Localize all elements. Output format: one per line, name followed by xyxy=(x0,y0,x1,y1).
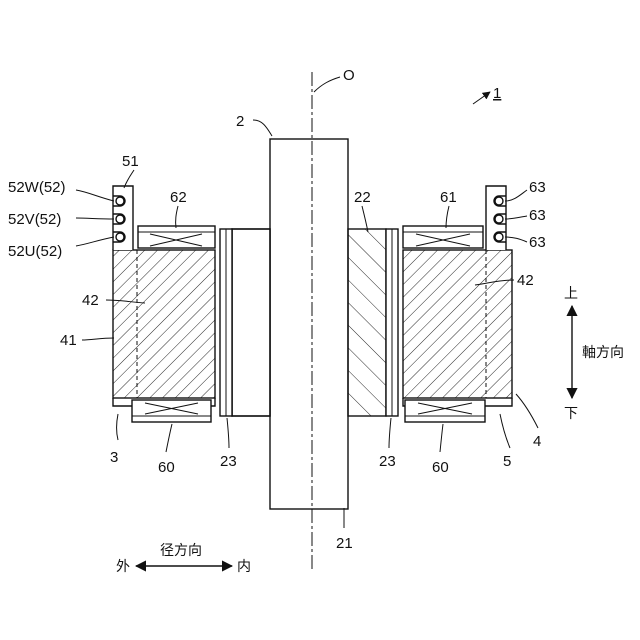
right-stator-core xyxy=(403,250,512,398)
leader-61 xyxy=(446,206,449,228)
right-lower-bearing xyxy=(405,400,485,422)
leader-63b xyxy=(505,216,527,219)
label-ref-42-left: 42 xyxy=(82,292,99,309)
label-ref-41: 41 xyxy=(60,332,77,349)
label-ref-23-left: 23 xyxy=(220,453,237,470)
label-ref-4: 4 xyxy=(533,433,541,450)
label-axial-direction: 軸方向 xyxy=(582,345,624,361)
label-ref-62: 62 xyxy=(170,189,187,206)
leader-4 xyxy=(516,394,538,428)
leader-1 xyxy=(473,92,490,104)
leader-23-left xyxy=(227,418,229,448)
label-axial-down: 下 xyxy=(564,406,578,422)
leader-63c xyxy=(505,237,527,242)
leader-23-right xyxy=(389,418,391,448)
label-radial-outer: 外 xyxy=(116,559,130,575)
label-ref-51: 51 xyxy=(122,153,139,170)
leader-60-right xyxy=(440,424,443,452)
right-upper-bearing xyxy=(403,226,483,248)
leader-62 xyxy=(176,206,178,228)
leader-3 xyxy=(117,414,119,440)
label-ref-3: 3 xyxy=(110,449,118,466)
leader-60-left xyxy=(166,424,172,452)
label-ref-21: 21 xyxy=(336,535,353,552)
leader-52v xyxy=(76,218,114,219)
label-ref-60-left: 60 xyxy=(158,459,175,476)
label-ref-61: 61 xyxy=(440,189,457,206)
label-ref-63b: 63 xyxy=(529,207,546,224)
left-lower-bearing xyxy=(132,400,211,422)
label-ref-52u: 52U(52) xyxy=(8,243,62,260)
label-ref-52w: 52W(52) xyxy=(8,179,66,196)
leader-22 xyxy=(362,206,368,232)
leader-41 xyxy=(82,338,114,340)
right-rotor-core xyxy=(348,229,386,416)
leader-52w xyxy=(76,190,114,201)
left-upper-bearing xyxy=(138,226,215,248)
leader-5 xyxy=(500,414,510,448)
label-ref-2: 2 xyxy=(236,113,244,130)
label-radial-direction: 径方向 xyxy=(160,543,202,559)
label-radial-inner: 内 xyxy=(237,559,251,575)
left-stator-core xyxy=(113,250,215,398)
label-ref-42-right: 42 xyxy=(517,272,534,289)
label-ref-5: 5 xyxy=(503,453,511,470)
leader-63a xyxy=(505,190,527,201)
label-ref-1: 1 xyxy=(493,85,501,102)
label-ref-63c: 63 xyxy=(529,234,546,251)
label-ref-60-right: 60 xyxy=(432,459,449,476)
leader-o xyxy=(314,77,340,92)
label-ref-22: 22 xyxy=(354,189,371,206)
left-rotor-core xyxy=(232,229,270,416)
label-axial-up: 上 xyxy=(564,286,578,302)
label-ref-52v: 52V(52) xyxy=(8,211,61,228)
leader-52u xyxy=(76,237,114,246)
leader-2 xyxy=(253,120,272,136)
label-axis-o: O xyxy=(343,67,355,84)
label-ref-23-right: 23 xyxy=(379,453,396,470)
label-ref-63a: 63 xyxy=(529,179,546,196)
shaft xyxy=(270,139,348,509)
